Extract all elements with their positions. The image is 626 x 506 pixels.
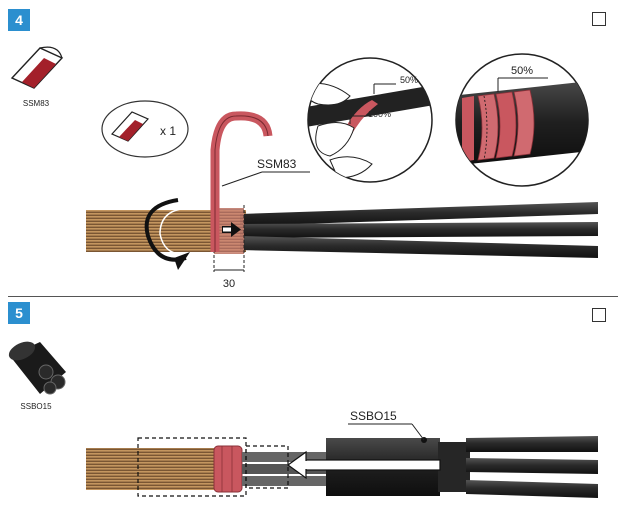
slide-left-arrow-icon — [286, 450, 441, 480]
tape-roll-icon — [10, 46, 64, 89]
step-4-checkbox[interactable] — [592, 12, 606, 26]
tape-roll-small-icon — [110, 111, 150, 142]
insulated-cores — [240, 202, 598, 258]
step-4-kit-label: SSM83 — [23, 99, 50, 108]
dimension-label: 30 — [223, 278, 235, 290]
step-5-conductor-bundle — [86, 448, 226, 490]
wrap-direction-arrow-icon — [222, 222, 241, 237]
step-5-kit-label: SSBO15 — [20, 402, 52, 411]
overlap-100-label: 100% — [368, 109, 391, 119]
step-4-badge: 4 — [8, 9, 30, 31]
section-divider — [8, 296, 618, 297]
detail-overlap-label: 50% — [511, 65, 533, 77]
quantity-label: x 1 — [160, 124, 176, 138]
core-zone-box — [245, 445, 289, 489]
breakout-boot-icon — [8, 341, 66, 395]
step-5-callout-label: SSBO15 — [350, 409, 397, 423]
step-5-tape-ring — [213, 445, 243, 493]
step-5-badge: 5 — [8, 302, 30, 324]
quantity-bubble — [101, 100, 189, 158]
step-5-checkbox[interactable] — [592, 308, 606, 322]
rotate-arrow-icon — [144, 198, 193, 270]
overlap-50-label: 50% — [400, 75, 418, 85]
step-4-callout-label: SSM83 — [257, 157, 297, 171]
